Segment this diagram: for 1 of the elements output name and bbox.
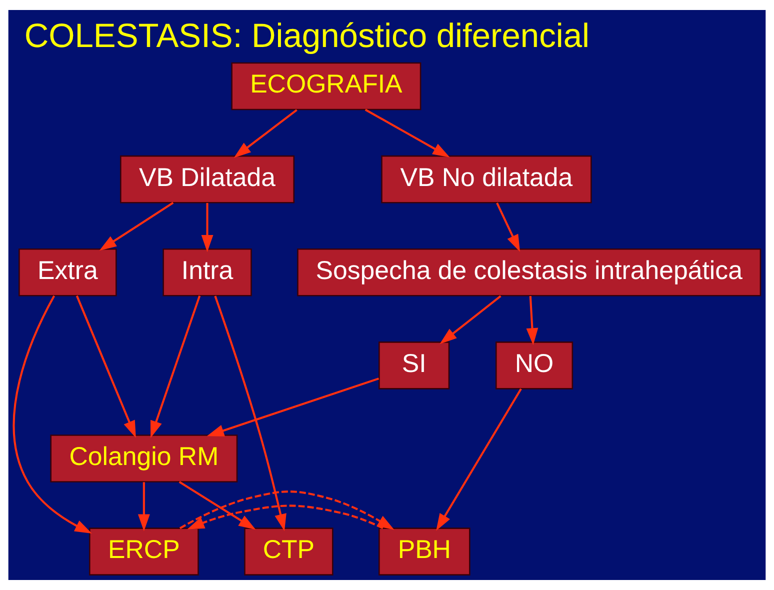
diagram-title: COLESTASIS: Diagnóstico diferencial [24, 18, 590, 56]
